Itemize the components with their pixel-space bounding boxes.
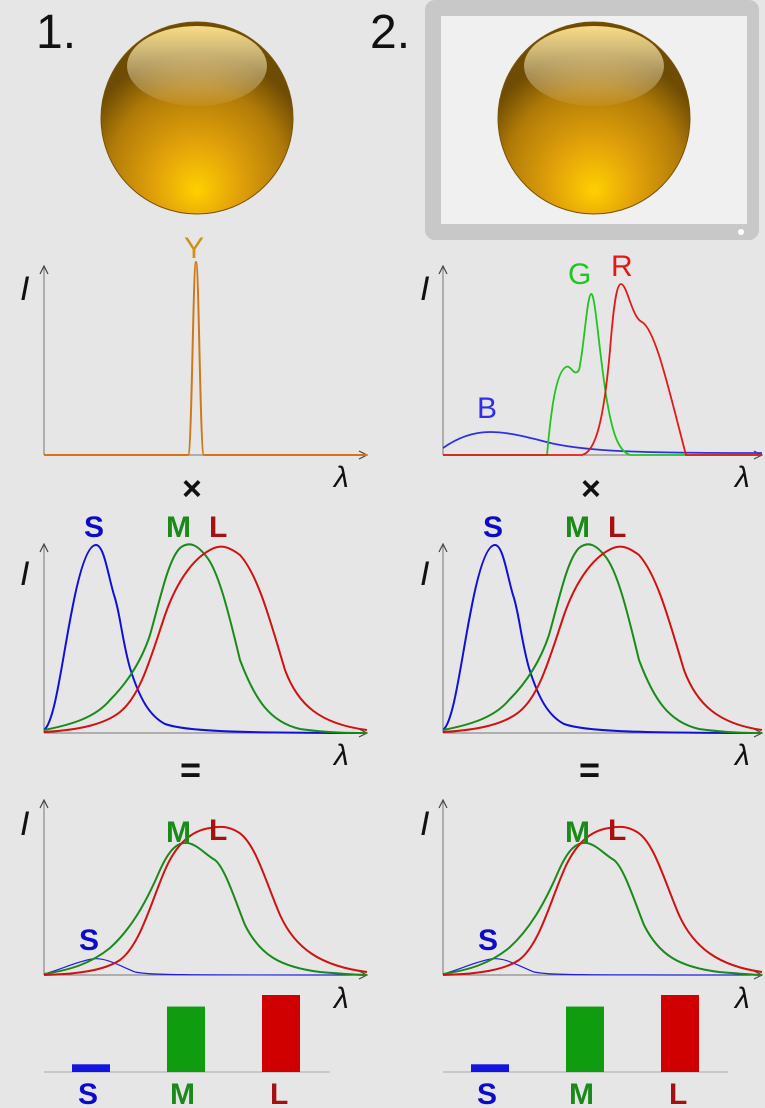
s-response-label: S xyxy=(79,924,99,957)
scenario-2-number: 2. xyxy=(370,6,410,59)
response-bars-2: S M L xyxy=(443,995,728,1108)
x-axis-label: λ xyxy=(733,739,750,772)
y-axis-label: I xyxy=(420,555,430,593)
green-spectrum-line xyxy=(443,293,762,456)
y-axis-label: I xyxy=(20,805,30,843)
l-response-label: L xyxy=(209,814,227,847)
s-cone-curve xyxy=(442,543,763,734)
multiply-sign-2: × xyxy=(581,470,601,508)
response-bars-1: S M L xyxy=(44,995,330,1108)
s-cone-curve xyxy=(43,543,368,734)
equals-sign-1: = xyxy=(180,749,201,790)
equals-sign-2: = xyxy=(579,749,600,790)
l-bar-label: L xyxy=(270,1078,288,1108)
green-spectrum-label: G xyxy=(568,258,591,291)
x-axis-label: λ xyxy=(733,982,750,1015)
m-response-label: M xyxy=(565,816,590,849)
gold-sphere-1 xyxy=(100,21,294,215)
l-cone-label: L xyxy=(608,511,626,544)
y-axis-label: I xyxy=(420,270,430,308)
yellow-spectrum-line xyxy=(44,260,367,456)
l-cone-label: L xyxy=(209,511,227,544)
m-response-bar xyxy=(167,1006,205,1072)
x-axis-label: λ xyxy=(332,982,349,1015)
l-response-bar xyxy=(661,995,699,1072)
l-cone-curve xyxy=(43,545,368,733)
x-axis-label: λ xyxy=(733,461,750,494)
m-cone-label: M xyxy=(565,511,590,544)
scenario-1-number: 1. xyxy=(36,6,76,59)
l-response-curve xyxy=(43,825,368,976)
m-cone-curve xyxy=(43,543,368,734)
red-spectrum-line xyxy=(443,283,762,456)
yellow-spectrum-label: Y xyxy=(184,232,204,265)
s-cone-label: S xyxy=(84,511,104,544)
l-cone-curve xyxy=(442,545,763,733)
blue-spectrum-label: B xyxy=(477,392,497,425)
m-response-label: M xyxy=(166,816,191,849)
monitor-power-led xyxy=(738,229,744,235)
l-response-label: L xyxy=(608,814,626,847)
y-axis-label: I xyxy=(20,555,30,593)
x-axis-label: λ xyxy=(332,739,349,772)
l-response-bar xyxy=(262,995,300,1072)
s-response-bar xyxy=(72,1064,110,1072)
cone-response-plot-1: I λ S M L xyxy=(20,800,367,1015)
red-spectrum-label: R xyxy=(611,250,633,283)
cone-response-plot-2: I λ S M L xyxy=(420,800,762,1015)
x-axis-label: λ xyxy=(332,461,349,494)
s-response-bar xyxy=(471,1064,509,1072)
cone-sensitivity-plot-2: I λ S M L xyxy=(420,511,762,772)
multiply-sign-1: × xyxy=(182,470,202,508)
gold-sphere-2 xyxy=(497,21,691,215)
l-response-curve xyxy=(442,825,763,976)
m-bar-label: M xyxy=(569,1078,594,1108)
s-bar-label: S xyxy=(78,1078,98,1108)
m-bar-label: M xyxy=(170,1078,195,1108)
y-axis-label: I xyxy=(20,270,30,308)
spectrum-plot-2: I λ B G R xyxy=(420,250,762,494)
s-cone-label: S xyxy=(483,511,503,544)
m-cone-curve xyxy=(442,543,763,734)
s-bar-label: S xyxy=(477,1078,497,1108)
cone-sensitivity-plot-1: I λ S M L xyxy=(20,511,367,772)
y-axis-label: I xyxy=(420,805,430,843)
s-response-curve xyxy=(43,958,368,976)
l-bar-label: L xyxy=(669,1078,687,1108)
m-response-bar xyxy=(566,1006,604,1072)
s-response-curve xyxy=(442,958,763,976)
m-cone-label: M xyxy=(166,511,191,544)
spectrum-plot-1: I λ Y xyxy=(20,232,367,494)
m-response-curve xyxy=(43,841,368,976)
blue-spectrum-line xyxy=(442,431,763,454)
s-response-label: S xyxy=(478,924,498,957)
m-response-curve xyxy=(442,841,763,976)
